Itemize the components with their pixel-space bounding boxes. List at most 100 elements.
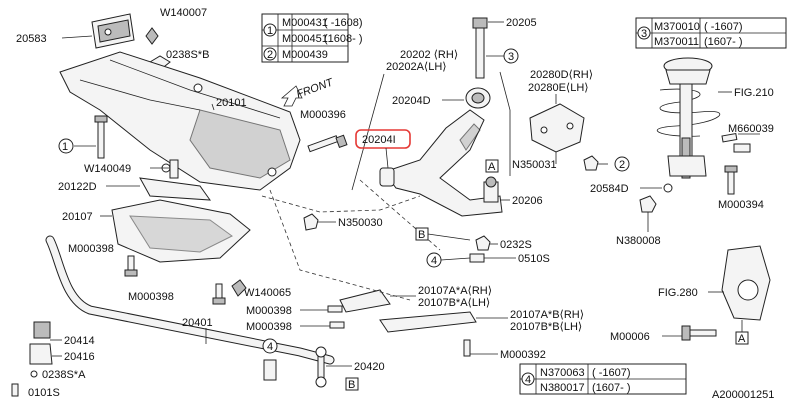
- highlight-20204i: [355, 129, 411, 149]
- bushing-20204d: [465, 87, 491, 109]
- control-arm-20202: [383, 109, 503, 217]
- bolt-left: [94, 115, 108, 159]
- svg-text:2: 2: [619, 159, 625, 171]
- svg-text:4: 4: [525, 374, 531, 386]
- label-fig210: FIG.210: [734, 87, 774, 99]
- nut-0232s: [475, 235, 491, 251]
- callout-4-a: [262, 338, 278, 354]
- table3-part-1: M370011: [654, 36, 699, 48]
- label-m000396: M000396: [300, 109, 346, 121]
- label-n350030: N350030: [338, 217, 383, 229]
- table4-part-1: N380017: [540, 382, 585, 394]
- nut-n350031: [583, 155, 599, 171]
- label-20205: 20205: [506, 17, 537, 29]
- bolt-20205: [472, 17, 488, 79]
- front-arrow-icon: [280, 85, 303, 107]
- label-0238s-b: 0238S*B: [166, 49, 209, 61]
- label-m000394: M000394: [718, 199, 764, 211]
- bracket-20416: [29, 343, 53, 365]
- label-20107ab: 20107A*B⟨RH⟩: [510, 309, 584, 321]
- table4-range-0: ( -1607): [592, 367, 631, 379]
- table4-part-0: N370063: [540, 367, 585, 379]
- label-20204d: 20204D: [392, 95, 431, 107]
- table3-range-0: ( -1607): [704, 21, 743, 33]
- label-0101s: 0101S: [28, 387, 60, 399]
- svg-text:1: 1: [62, 141, 68, 153]
- ball-joint-20206: [483, 176, 499, 203]
- label-0510s: 0510S: [518, 253, 550, 265]
- svg-text:B: B: [418, 229, 425, 241]
- diagram-code: A200001251: [712, 389, 774, 400]
- label-20204i: 20204I: [362, 134, 396, 146]
- label-m000392: M000392: [500, 349, 546, 361]
- ref-box-a: [485, 159, 499, 173]
- cover-20107: [111, 199, 251, 263]
- table1-part-2: M000439: [282, 49, 328, 61]
- table1-part-1: M000451: [282, 33, 328, 45]
- label-w140049: W140049: [84, 163, 131, 175]
- label-m000398-b: M000398: [128, 291, 174, 303]
- callout-1: [58, 138, 74, 154]
- table1-part-0: M000431: [282, 17, 328, 29]
- svg-text:B: B: [348, 379, 355, 391]
- label-0238s-a: 0238S*A: [42, 369, 86, 381]
- bushing-20204i: [379, 167, 395, 187]
- label-20280e: 20280E⟨LH⟩: [528, 82, 589, 94]
- label-m000398-c: M000398: [246, 305, 292, 317]
- svg-text:3: 3: [641, 28, 647, 40]
- table3-range-1: (1607- ): [704, 36, 743, 48]
- label-20107ba: 20107B*A⟨LH⟩: [418, 297, 490, 309]
- label-0232s: 0232S: [500, 239, 532, 251]
- label-20280d: 20280D⟨RH⟩: [530, 69, 593, 81]
- label-20584d: 20584D: [590, 183, 629, 195]
- table-3: [635, 17, 787, 49]
- mount-20583: [91, 13, 135, 49]
- label-m000398-d: M000398: [246, 321, 292, 333]
- table-4: [519, 363, 687, 395]
- nut-n350030: [303, 213, 319, 231]
- label-fig280: FIG.280: [658, 287, 698, 299]
- label-20401: 20401: [182, 317, 213, 329]
- label-m000398-a: M000398: [68, 243, 114, 255]
- bushing-20414: [33, 321, 51, 339]
- label-20206: 20206: [512, 195, 543, 207]
- svg-text:4: 4: [267, 341, 273, 353]
- bolt-m00006: [681, 325, 717, 341]
- svg-text:A: A: [488, 161, 496, 173]
- stabilizer-link-20420: [315, 346, 327, 388]
- label-20202a: 20202A⟨LH⟩: [386, 61, 447, 73]
- lower-arm-rear: [339, 289, 477, 333]
- label-w140007: W140007: [160, 7, 207, 19]
- table4-range-1: (1607- ): [592, 382, 631, 394]
- label-20122d: 20122D: [58, 181, 97, 193]
- label-20107aa: 20107A*A⟨RH⟩: [418, 285, 492, 297]
- label-front: FRONT: [295, 76, 336, 101]
- callout-2: [614, 156, 630, 172]
- label-m660039: M660039: [728, 123, 774, 135]
- subframe-20101: [59, 51, 301, 191]
- table1-range-1: (1608- ): [324, 33, 363, 45]
- bracket-20280: [529, 103, 585, 153]
- strut-assembly: [656, 57, 721, 179]
- label-w140065: W140065: [244, 287, 291, 299]
- knuckle-fig280: [721, 245, 771, 321]
- label-20107: 20107: [62, 211, 93, 223]
- table-1-2: [261, 13, 349, 63]
- table1-range-0: ( -1608): [324, 17, 363, 29]
- label-20420: 20420: [354, 361, 385, 373]
- label-n380008: N380008: [616, 235, 661, 247]
- ref-box-b-lower: [345, 377, 359, 391]
- label-20107bb: 20107B*B⟨LH⟩: [510, 321, 582, 333]
- label-20414: 20414: [64, 335, 95, 347]
- svg-text:A: A: [738, 333, 746, 345]
- ref-box-a-lower: [735, 331, 749, 345]
- label-n350031: N350031: [512, 159, 557, 171]
- svg-text:2: 2: [267, 49, 273, 61]
- bracket-20122d: [139, 177, 212, 201]
- svg-text:1: 1: [267, 25, 273, 37]
- svg-text:4: 4: [431, 255, 437, 267]
- label-20101: 20101: [216, 97, 247, 109]
- clip-w140007: [145, 27, 159, 45]
- svg-text:3: 3: [508, 51, 514, 63]
